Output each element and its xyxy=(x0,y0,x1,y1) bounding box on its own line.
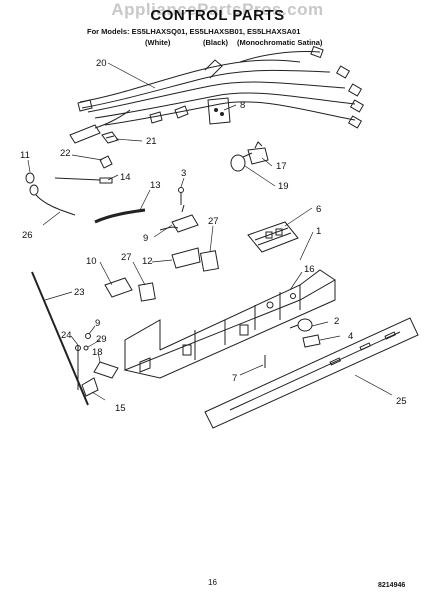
callout-21: 21 xyxy=(146,136,157,147)
callout-23: 23 xyxy=(74,287,85,298)
part-29-washer xyxy=(83,345,89,351)
watermark-text: AppliancePartsPros.com xyxy=(111,0,324,19)
part-18-bracket xyxy=(93,361,119,379)
callout-14: 14 xyxy=(120,172,131,183)
part-19-bulb xyxy=(230,152,253,172)
control-housing xyxy=(123,269,336,379)
callout-4: 4 xyxy=(348,331,353,342)
part-2-knob xyxy=(289,318,313,332)
callout-29: 29 xyxy=(96,334,107,345)
callout-17: 17 xyxy=(276,161,287,172)
callout-labels: 20 8 21 22 14 11 13 3 17 19 26 9 27 6 1 … xyxy=(20,58,407,414)
wiring-harness xyxy=(69,45,365,144)
model-color-white: (White) xyxy=(145,38,171,47)
part-24-pin xyxy=(75,345,81,390)
part-9-screw-lower xyxy=(85,333,91,339)
callout-12: 12 xyxy=(142,256,153,267)
part-11-thermistor xyxy=(25,172,76,216)
part-25-control-panel xyxy=(204,317,419,429)
part-4-clip xyxy=(302,334,321,348)
callout-11: 11 xyxy=(20,150,30,161)
part-23-rod xyxy=(31,271,89,406)
callout-7: 7 xyxy=(232,373,237,384)
callout-25: 25 xyxy=(396,396,407,407)
callout-19: 19 xyxy=(278,181,289,192)
model-color-mono: (Monochromatic Satina) xyxy=(237,38,323,47)
callout-22: 22 xyxy=(60,148,71,159)
part-8-plate xyxy=(207,97,231,125)
callout-3: 3 xyxy=(181,168,186,179)
part-27-label-lower xyxy=(138,282,156,302)
part-14-sensor xyxy=(54,177,113,184)
page-number: 16 xyxy=(208,578,217,587)
part-3-screw xyxy=(178,187,184,205)
callout-15: 15 xyxy=(115,403,126,414)
leader-lines xyxy=(27,62,393,401)
callout-27: 27 xyxy=(208,216,219,227)
callout-10: 10 xyxy=(86,256,97,267)
part-27-label-upper xyxy=(199,250,220,272)
part-13-tube xyxy=(94,208,146,224)
document-number: 8214946 xyxy=(378,582,406,589)
part-6-control-board xyxy=(247,221,299,253)
callout-16: 16 xyxy=(304,264,315,275)
callout-6: 6 xyxy=(316,204,321,215)
part-21-connector xyxy=(101,131,119,144)
callout-9: 9 xyxy=(143,233,148,244)
page-title: CONTROL PARTS xyxy=(150,7,285,24)
callout-24: 24 xyxy=(61,330,72,341)
callout-2: 2 xyxy=(334,316,339,327)
callout-1: 1 xyxy=(316,226,321,237)
callout-26: 26 xyxy=(22,230,33,241)
part-12-bracket xyxy=(171,247,201,269)
callout-8: 8 xyxy=(240,100,245,111)
part-17-lamp-socket xyxy=(247,141,269,165)
callout-9-lower: 9 xyxy=(95,318,100,329)
model-color-black: (Black) xyxy=(203,38,229,47)
callout-20: 20 xyxy=(96,58,107,69)
callout-18: 18 xyxy=(92,347,103,358)
part-10-switch xyxy=(104,277,133,298)
callout-27-lower: 27 xyxy=(121,252,132,263)
part-9-switch xyxy=(159,204,199,233)
part-22-clip xyxy=(99,155,113,169)
callout-13: 13 xyxy=(150,180,161,191)
models-line: For Models: ES5LHAXSQ01, ES5LHAXSB01, ES… xyxy=(87,27,301,36)
part-15-clip xyxy=(81,377,99,397)
